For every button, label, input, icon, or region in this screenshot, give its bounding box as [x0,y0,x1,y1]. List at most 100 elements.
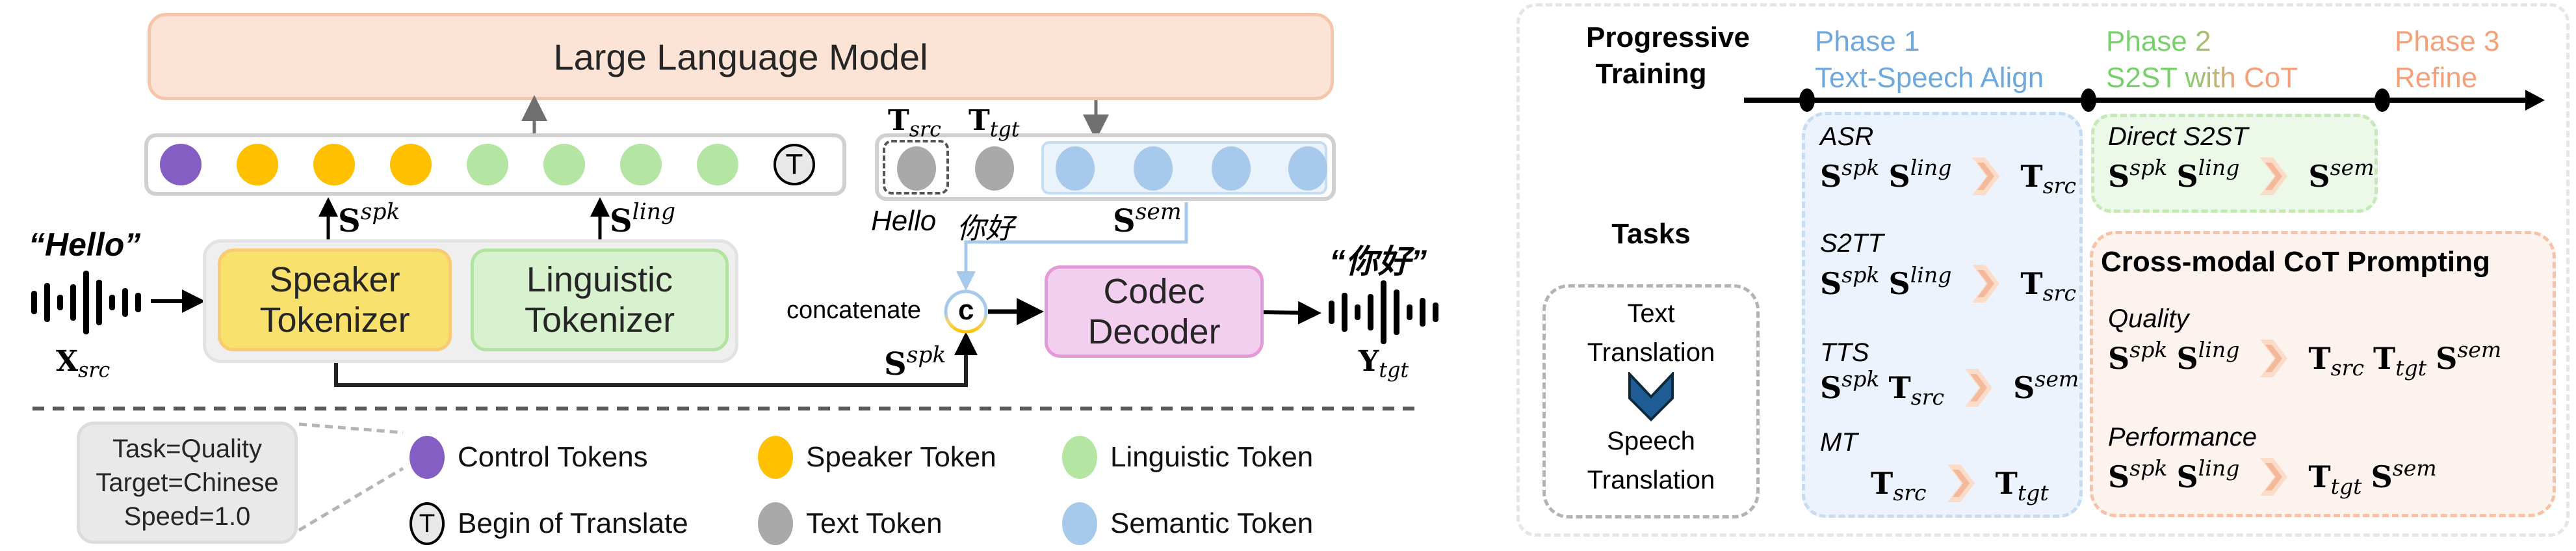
waveform-bar [1368,294,1373,330]
math-term: Ttgt [1995,466,2049,505]
math-term: Sspk [2108,336,2168,376]
speaker-token [390,144,432,185]
math-term: Sspk [1820,366,1880,405]
source-text-highlight [883,140,949,195]
concatenate-label: concatenate [787,297,922,324]
math-term: Tsrc [1871,466,1927,505]
phase1-tasks-box [1802,112,2083,518]
waveform-bar [109,295,115,310]
chevron-right-icon [2260,458,2288,496]
t-src-label: Tsrc [888,104,941,142]
speech-line2: Translation [1587,466,1715,494]
waveform-bar [1355,304,1360,320]
math-term: Sling [1888,262,1952,301]
waveform-bar [135,293,141,312]
waveform-bar [96,280,102,325]
task-name: MT [1820,428,1858,457]
control-settings-box: Task=Quality Target=Chinese Speed=1.0 [77,422,298,544]
task-name: ASR [1820,122,1874,151]
output-quote: “你好” [1329,243,1427,280]
phase3-marker [2374,88,2390,112]
codec-to-output-arrow [1263,301,1321,325]
chevron-right-icon [2260,340,2288,377]
s-spk-label: Sspk [338,199,400,239]
task-name: Direct S2ST [2108,122,2248,151]
legend-connector-top [298,422,404,435]
linguistic-tokenizer-line2: Tokenizer [524,301,675,340]
math-term: Ttgt [2373,341,2427,381]
math-term: Tsrc [2020,266,2077,306]
waveform-bar [1329,301,1334,324]
t-tgt-label: Ttgt [969,104,1020,142]
codec-line2: Decoder [1087,312,1221,351]
math-term: Ssem [2436,336,2502,376]
waveform-bar [1433,302,1438,322]
legend-swatch [1062,436,1097,479]
math-term: Tsrc [2020,159,2077,198]
legend-swatch [758,436,793,479]
legend-swatch [1062,502,1097,545]
waveform-bar [31,291,37,314]
waveform-bar [44,283,50,322]
linguistic-token [467,144,508,185]
legend-swatch [410,436,445,479]
waveform-bar [57,295,63,310]
task-formula: Tsrc Ttgt [1871,463,2049,504]
s-ling-label: Sling [610,199,676,239]
control-token [160,144,202,185]
speaker-tokenizer-line2: Tokenizer [259,301,410,340]
concat-node [944,289,988,334]
cot-prompting-box [2090,231,2556,517]
speaker-tokenizer-line1: Speaker [269,260,400,299]
llm-label: Large Language Model [553,36,928,77]
training-panel [1516,3,2569,537]
math-term: Sling [1888,154,1952,194]
chevron-right-icon [1965,369,1993,407]
legend-swatch [758,502,793,545]
x-src-label: Xsrc [56,345,111,383]
semantic-token [1056,146,1095,191]
begin-of-translate-token: T [774,144,815,185]
input-token-bar: T [144,133,846,196]
legend-label: Text Token [806,507,943,539]
math-term: Sspk [2108,455,2168,494]
sem-to-concat-line [956,202,1188,291]
waveform-bar [70,284,76,321]
task-name: Performance [2108,423,2257,451]
chevron-right-icon [1972,265,2000,302]
text-token [897,146,936,191]
task-name: Quality [2108,304,2189,333]
semantic-token [1212,146,1251,191]
math-term: Tsrc [2308,341,2365,381]
tgt-text-label: 你好 [957,213,1014,245]
math-term: Sling [2176,336,2240,376]
math-term: Sling [2176,455,2240,494]
output-waveform-icon [1329,280,1438,344]
cot-title: Cross-modal CoT Prompting [2101,246,2490,278]
text-line1: Text [1627,299,1675,328]
math-term: Sspk [1820,262,1880,301]
output-token-bar [875,133,1336,201]
phase1-marker [1799,88,1815,112]
concat-glyph: c [958,294,974,326]
input-waveform-icon [31,271,141,334]
input-quote: “Hello” [29,226,141,263]
phase3-label: Phase 3 Refine [2395,25,2500,94]
spk-bypass-line [334,332,978,387]
linguistic-tokenizer-line1: Linguistic [526,260,673,299]
setting-speed: Speed=1.0 [124,502,251,531]
waveform-bar [1420,298,1425,327]
legend-label: Linguistic Token [1110,441,1314,473]
text-line2: Translation [1587,338,1715,367]
speech-line1: Speech [1607,427,1695,455]
waveform-bar [122,288,128,317]
waveform-bar [1407,304,1412,320]
chevron-down-icon [1628,372,1674,422]
semantic-token [1134,146,1173,191]
s-sem-label: Ssem [1113,199,1182,239]
